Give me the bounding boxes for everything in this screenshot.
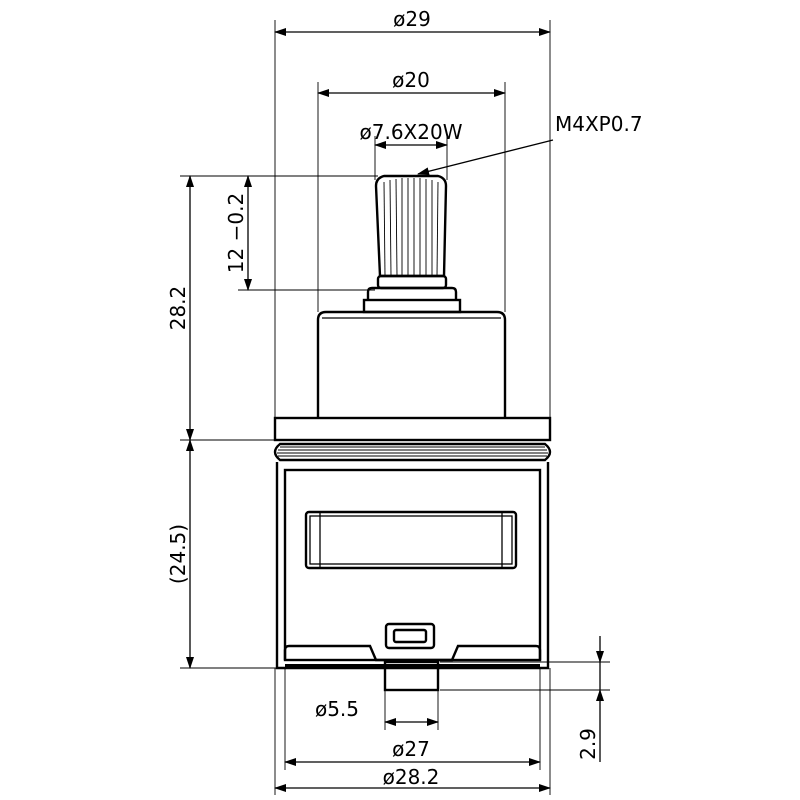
- label-lower-height: (24.5): [166, 524, 190, 584]
- label-stem-diameter: ø5.5: [315, 697, 359, 721]
- label-upper-height: 28.2: [166, 286, 190, 331]
- label-bottom-outer-diameter: ø28.2: [383, 765, 440, 789]
- thread-ring: [273, 442, 552, 462]
- lower-body: [275, 462, 550, 692]
- dimension-labels: ø29 ø20 ø7.6X20W M4XP0.7 12 −0.2 28.2 (2…: [166, 7, 643, 789]
- spline-stem: [362, 174, 462, 314]
- label-body-diameter: ø20: [392, 68, 430, 92]
- dimension-lines: [186, 28, 604, 792]
- label-thread-spec: M4XP0.7: [555, 112, 643, 136]
- label-outer-diameter-top: ø29: [393, 7, 431, 31]
- label-spline-height: 12 −0.2: [224, 193, 248, 273]
- upper-housing: [273, 310, 552, 442]
- label-stem-protrusion: 2.9: [576, 728, 600, 760]
- label-spline-spec: ø7.6X20W: [360, 120, 463, 144]
- label-base-diameter: ø27: [392, 737, 430, 761]
